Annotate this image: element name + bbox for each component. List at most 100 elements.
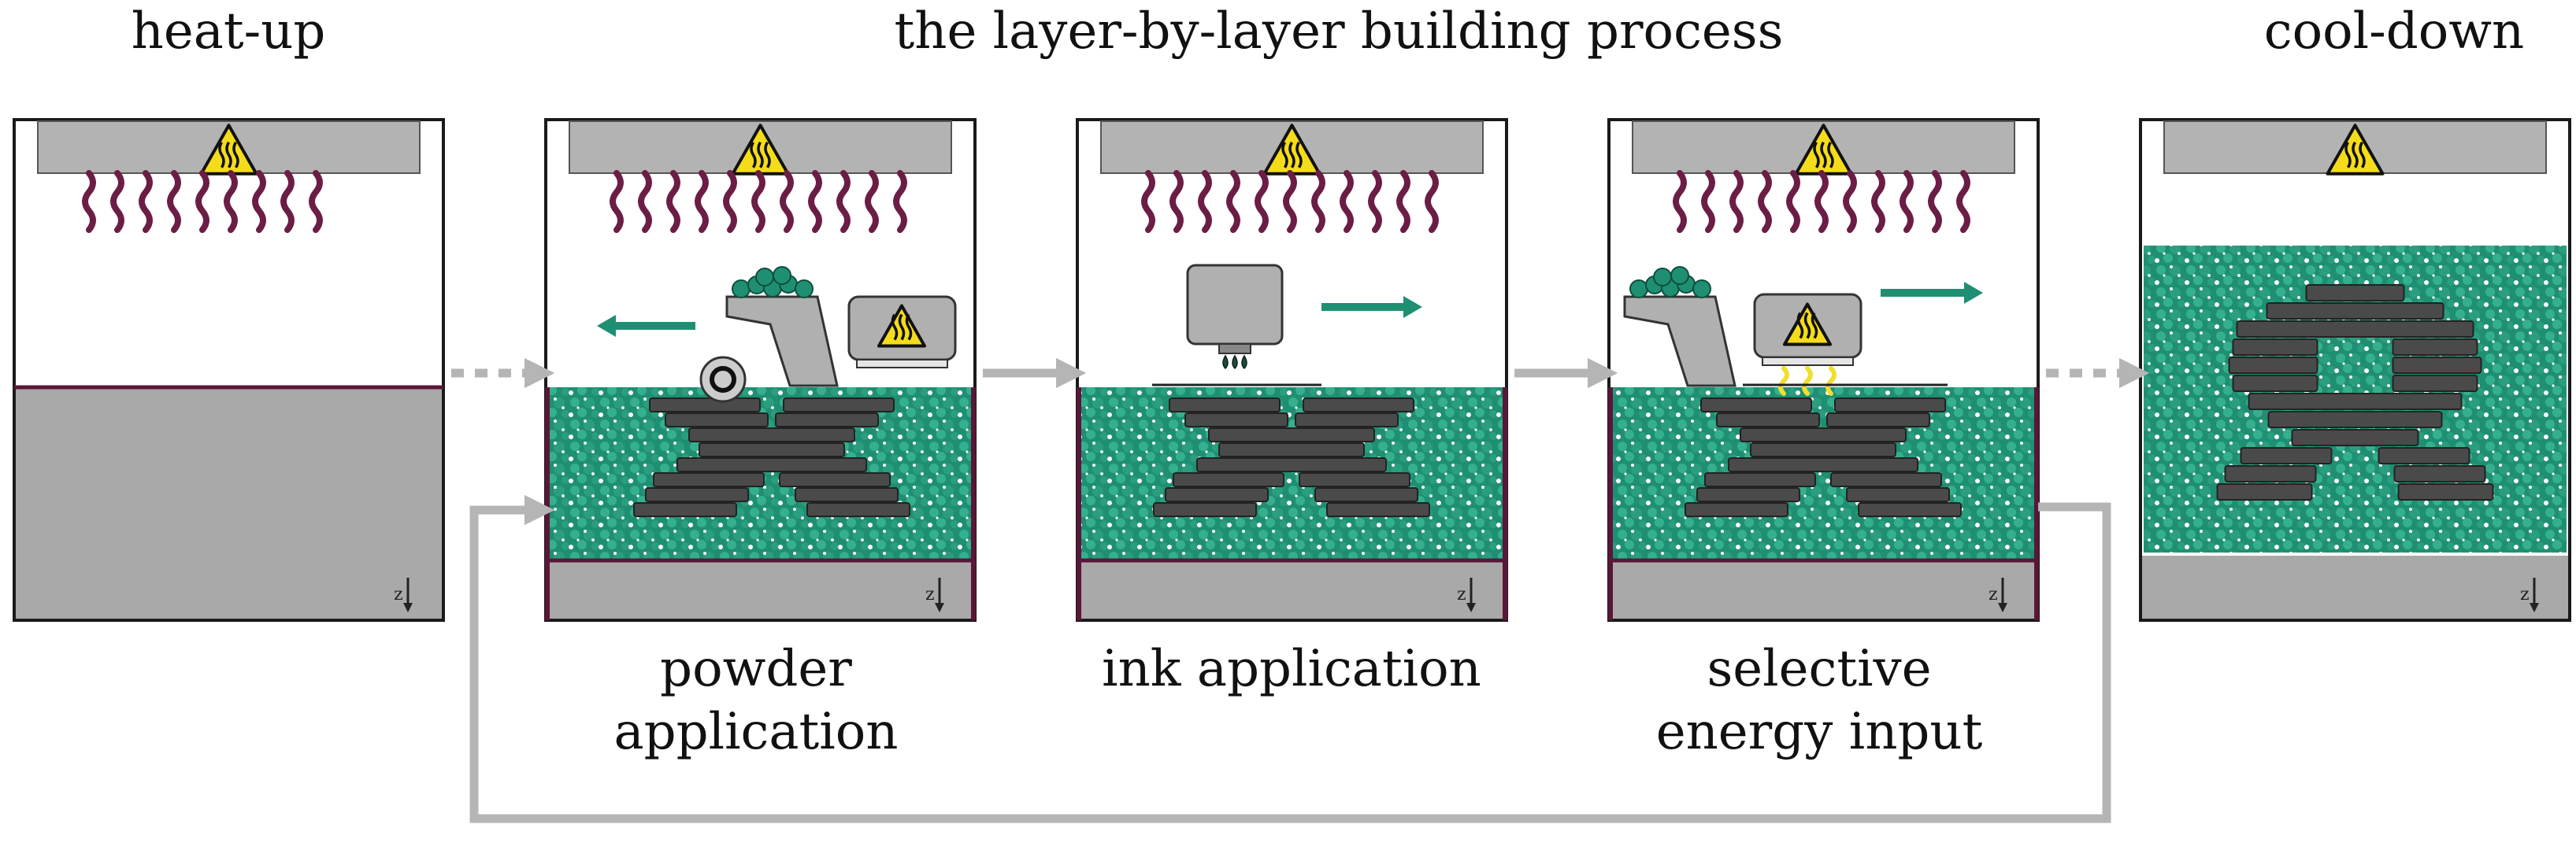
warning-heat-symbol (218, 141, 225, 168)
heat-wave-icon (1283, 170, 1297, 233)
powder-particle (773, 266, 791, 285)
part-layer-bar (1858, 502, 1962, 517)
printed-part-ring (2216, 284, 2494, 501)
energy-icon (1825, 366, 1837, 396)
part-layer-bar (2232, 338, 2318, 356)
warning-heat-icon (2326, 124, 2385, 176)
warning-heat-symbol (2344, 141, 2352, 168)
heat-wave-icon (1843, 170, 1857, 233)
heat-wave-icon (1729, 170, 1744, 233)
build-platform (16, 387, 442, 619)
part-layer-bar (2397, 483, 2494, 501)
heat-wave-icon (195, 170, 209, 233)
stage-cool-down: z (2139, 118, 2571, 622)
title-cool-down: cool-down (2263, 2, 2525, 61)
part-layer-bar (2266, 302, 2444, 320)
part-layer-bar (2216, 483, 2313, 501)
z-axis-arrowhead (1466, 603, 1476, 612)
part-layer-bar (633, 502, 737, 517)
z-axis-arrowhead (2530, 603, 2539, 612)
z-axis-label: z (1457, 585, 1466, 605)
part-layer-bar (1153, 502, 1257, 517)
recoater-roller (699, 356, 747, 403)
heat-wave-icon (309, 170, 323, 233)
powder-particle (755, 268, 774, 287)
heat-wave-icon (780, 170, 794, 233)
powder-hopper (1623, 295, 1736, 387)
warning-heat-symbol (2352, 141, 2359, 168)
part-layer-bar (1834, 397, 1946, 412)
powder-particle (1670, 266, 1689, 285)
ink-drop-icon (1222, 354, 1229, 370)
printed-part-x (1153, 397, 1430, 517)
warning-heat-symbol (1295, 141, 1303, 168)
part-layer-bar (2392, 357, 2482, 374)
stage-ink-application: z (1076, 118, 1508, 622)
part-layer-bar (1303, 397, 1414, 412)
part-layer-bar (2267, 411, 2443, 428)
part-layer-bar (2291, 429, 2419, 446)
warning-heat-symbol (1796, 312, 1804, 339)
flow-arrow-repeat-loop (469, 494, 2111, 823)
roller-rotation-icon (710, 366, 736, 393)
heat-wave-icon (1928, 170, 1942, 233)
heat-wave-icon (638, 170, 652, 233)
powder-particle (1653, 268, 1672, 287)
caption-energy-line2: energy input (1655, 703, 1983, 761)
part-layer-bar (1700, 397, 1812, 412)
part-layer-bar (1169, 397, 1281, 412)
ink-drop-icon (1232, 354, 1238, 370)
heat-wave-icon (1226, 170, 1240, 233)
warning-heat-symbol (891, 313, 899, 341)
z-axis-arrowhead (403, 603, 413, 612)
part-layer-bar (775, 412, 879, 427)
heat-wave-icon (1169, 170, 1184, 233)
warning-heat-symbol (1827, 141, 1834, 168)
part-layer-bar (779, 472, 891, 487)
heat-wave-icon (1396, 170, 1410, 233)
energy-icon (1802, 366, 1813, 396)
part-layer-bar (1295, 412, 1399, 427)
inkjet-unit (1152, 264, 1422, 386)
heat-wave-icon (280, 170, 295, 233)
part-layer-bar (783, 397, 895, 412)
recoater-heater-plate (856, 359, 948, 368)
title-building-process: the layer-by-layer building process (894, 2, 1784, 61)
heat-wave-icon (1368, 170, 1382, 233)
energy-plate (1762, 357, 1854, 366)
caption-energy-line1: selective (1707, 640, 1932, 698)
arrows-layer (451, 357, 2150, 823)
heat-wave-icon (1701, 170, 1715, 233)
part-layer-bar (653, 472, 765, 487)
caption-powder-application: powder application (583, 638, 929, 764)
warning-heat-symbol (905, 313, 913, 341)
part-layer-bar (1326, 502, 1430, 517)
part-layer-bar (2305, 284, 2405, 301)
z-axis-label: z (2520, 585, 2530, 605)
part-layer-bar (1716, 412, 1820, 427)
part-layer-bar (1184, 412, 1288, 427)
heat-wave-icon (1141, 170, 1155, 233)
caption-powder-line2: application (613, 703, 899, 761)
part-layer-bar (1173, 472, 1284, 487)
z-axis-label: z (925, 585, 935, 605)
powder-hopper (725, 295, 839, 387)
heat-wave-icon (808, 170, 822, 233)
part-layer-bar (2392, 338, 2478, 356)
powder-bed (1612, 387, 2035, 559)
stage-powder-application: z (544, 118, 977, 622)
heat-wave-icon (139, 170, 153, 233)
part-layer-bar (795, 487, 899, 502)
part-layer-bar (699, 442, 845, 457)
part-layer-bar (2393, 465, 2486, 483)
part-layer-bar (2236, 320, 2474, 338)
part-layer-bar (2392, 375, 2478, 392)
part-layer-bar (2232, 375, 2318, 392)
heat-wave-icon (751, 170, 765, 233)
heat-wave-icon (82, 170, 96, 233)
heat-wave-icon (610, 170, 624, 233)
powder-particle (732, 279, 751, 298)
heat-wave-icon (865, 170, 879, 233)
warning-heat-symbol (757, 141, 764, 168)
